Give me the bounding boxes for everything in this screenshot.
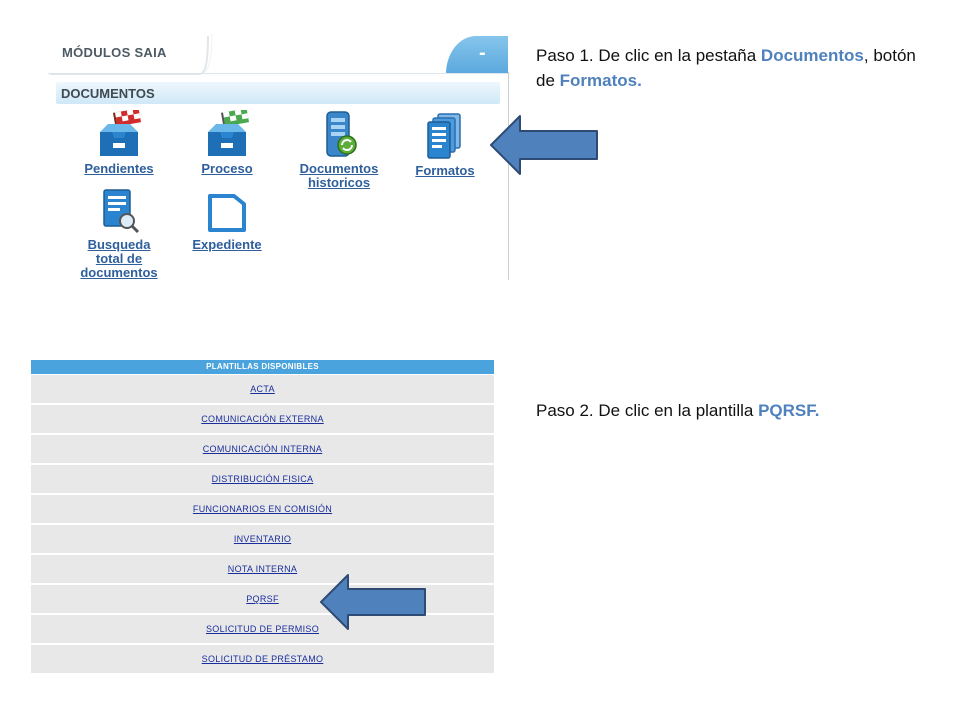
step-2-instruction: Paso 2. De clic en la plantilla PQRSF. [536, 398, 936, 423]
step-1-highlight-formatos: Formatos. [559, 71, 642, 90]
plantilla-link-acta[interactable]: ACTA [250, 384, 275, 394]
plantilla-link-distribucion-fisica[interactable]: DISTRIBUCIÓN FISICA [211, 474, 314, 484]
formatos-button[interactable]: Formatos [400, 110, 490, 178]
step-1-text: Paso 1. De clic en la pestaña [536, 46, 761, 65]
plantilla-link-funcionarios-en-comision[interactable]: FUNCIONARIOS EN COMISIÓN [192, 504, 333, 514]
arrow-pointer-pqrsf [320, 574, 426, 630]
document-search-icon [103, 189, 140, 234]
plantilla-link-comunicacion-externa[interactable]: COMUNICACIÓN EXTERNA [201, 414, 324, 424]
expediente-label: Expediente [192, 237, 262, 252]
arrow-pointer-formatos [490, 115, 598, 175]
proceso-button[interactable]: Proceso [182, 110, 272, 176]
busqueda-label-line2: total de [95, 251, 143, 266]
minus-icon: - [479, 42, 486, 64]
plantillas-header: PLANTILLAS DISPONIBLES [31, 360, 494, 374]
documentos-historicos-button[interactable]: Documentos historicos [286, 110, 392, 190]
table-row: SOLICITUD DE PERMISO [31, 614, 494, 643]
plantilla-link-pqrsf[interactable]: PQRSF [246, 594, 279, 604]
plantillas-disponibles-table: PLANTILLAS DISPONIBLES ACTA COMUNICACIÓN… [31, 360, 494, 673]
collapse-button[interactable]: - [446, 36, 508, 74]
step-2-highlight-pqrsf: PQRSF. [758, 401, 820, 420]
table-row: NOTA INTERNA [31, 554, 494, 583]
documentos-historicos-label-line2: historicos [307, 175, 371, 190]
table-row: COMUNICACIÓN EXTERNA [31, 404, 494, 433]
inbox-checkered-flag-icon [208, 110, 250, 156]
server-refresh-icon [326, 111, 357, 157]
busqueda-label-line3: documentos [80, 265, 158, 280]
pendientes-label: Pendientes [84, 161, 154, 176]
pendientes-button[interactable]: Pendientes [73, 110, 165, 176]
plantilla-link-inventario[interactable]: INVENTARIO [233, 534, 292, 544]
modulos-tab[interactable]: MÓDULOS SAIA [50, 34, 246, 75]
documentos-historicos-label-line1: Documentos [299, 161, 379, 176]
step-1-instruction: Paso 1. De clic en la pestaña Documentos… [536, 43, 936, 93]
modulos-title: MÓDULOS SAIA [62, 45, 167, 60]
step-2-text: Paso 2. De clic en la plantilla [536, 401, 759, 420]
table-row: ACTA [31, 374, 494, 403]
table-row: DISTRIBUCIÓN FISICA [31, 464, 494, 493]
documentos-section-tab[interactable]: DOCUMENTOS [56, 82, 500, 104]
table-row: FUNCIONARIOS EN COMISIÓN [31, 494, 494, 523]
inbox-flag-icon [100, 110, 142, 156]
documentos-section-label: DOCUMENTOS [61, 86, 155, 101]
table-row: INVENTARIO [31, 524, 494, 553]
plantilla-link-solicitud-de-permiso[interactable]: SOLICITUD DE PERMISO [205, 624, 319, 634]
table-row: COMUNICACIÓN INTERNA [31, 434, 494, 463]
busqueda-total-button[interactable]: Busqueda total de documentos [68, 188, 170, 280]
formatos-label: Formatos [415, 163, 475, 178]
forms-stack-icon [427, 113, 461, 159]
divider [508, 72, 509, 280]
plantilla-link-comunicacion-interna[interactable]: COMUNICACIÓN INTERNA [202, 444, 323, 454]
busqueda-label-line1: Busqueda [87, 237, 151, 252]
table-row: SOLICITUD DE PRÉSTAMO [31, 644, 494, 673]
folder-square-icon [208, 194, 246, 232]
expediente-button[interactable]: Expediente [182, 190, 272, 252]
plantilla-link-nota-interna[interactable]: NOTA INTERNA [227, 564, 298, 574]
divider [48, 73, 510, 74]
proceso-label: Proceso [201, 161, 253, 176]
step-1-highlight-documentos: Documentos [760, 46, 864, 65]
step-1-text-middle: , botón de [536, 46, 916, 90]
modulos-saia-panel: MÓDULOS SAIA - DOCUMENTOS Pendientes [48, 34, 510, 280]
plantilla-link-solicitud-de-prestamo[interactable]: SOLICITUD DE PRÉSTAMO [201, 654, 324, 664]
